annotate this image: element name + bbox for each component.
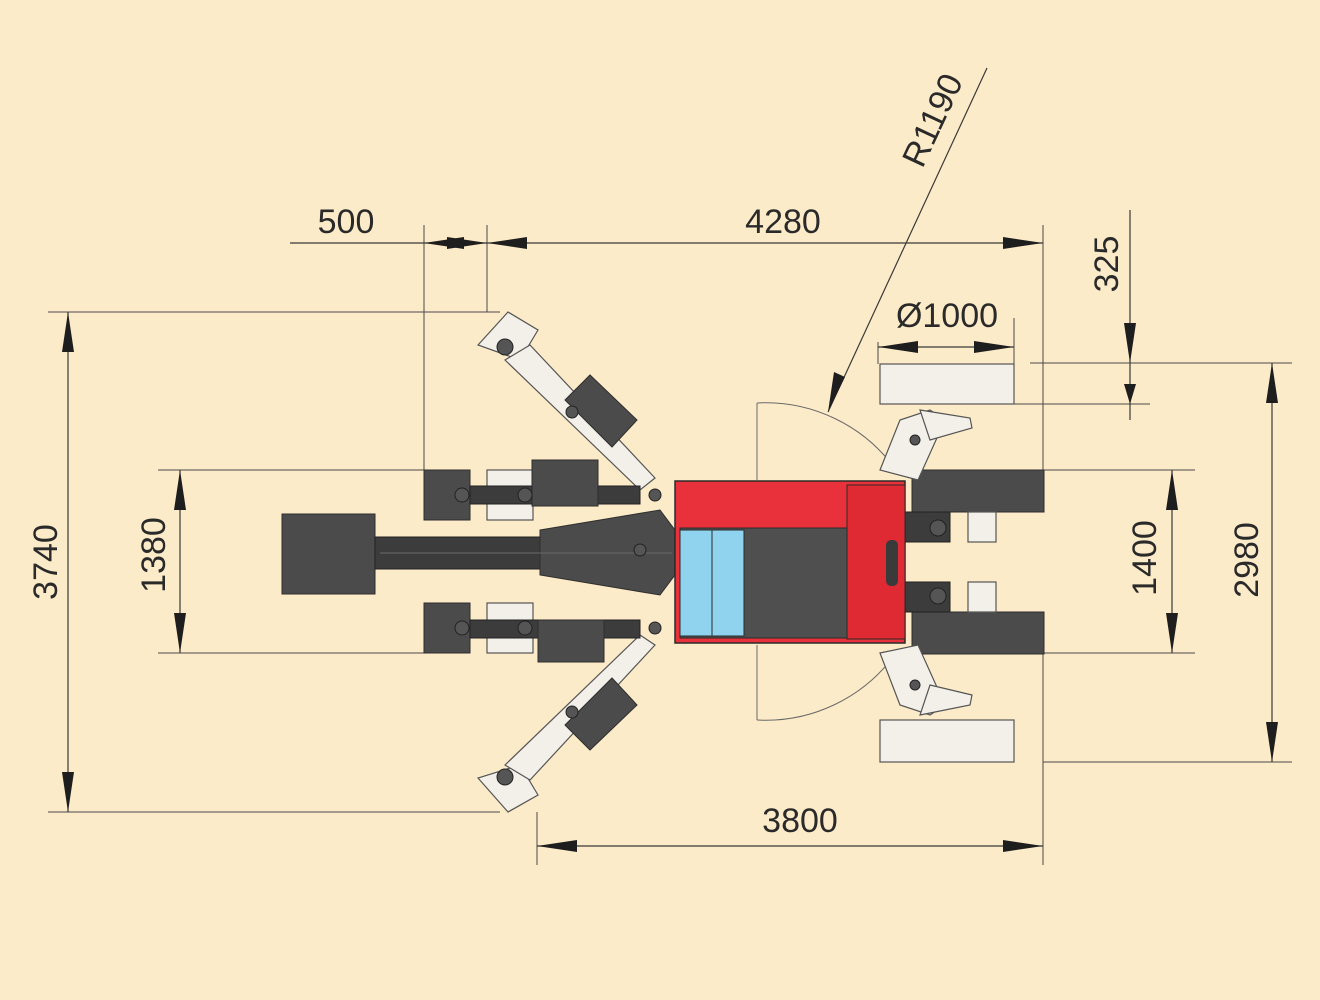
dim-label-outer-width-right: 2980 bbox=[1228, 522, 1266, 598]
dim-label-length-bottom: 3800 bbox=[762, 802, 838, 840]
dim-label-overall-width: 3740 bbox=[27, 524, 65, 600]
dimension-labels: 3740 1380 500 4280 R1190 Ø1000 325 1400 … bbox=[27, 68, 1266, 840]
boom-and-bucket bbox=[281, 488, 676, 635]
dim-label-length-top: 4280 bbox=[745, 203, 821, 241]
dim-label-radius: R1190 bbox=[895, 68, 971, 173]
tracks bbox=[899, 469, 1045, 655]
left-outrigger-arms bbox=[476, 311, 656, 813]
dim-label-track-outer-left: 1380 bbox=[135, 517, 173, 593]
right-outrigger-pads bbox=[879, 363, 1015, 763]
dim-label-track-width-right: 1400 bbox=[1126, 520, 1164, 596]
right-outrigger-arms bbox=[879, 409, 973, 716]
dimension-lines bbox=[62, 67, 1278, 852]
dim-label-offset-right: 325 bbox=[1088, 236, 1126, 293]
upper-structure bbox=[674, 480, 906, 644]
dim-label-gap-left: 500 bbox=[318, 203, 375, 241]
left-track-arms bbox=[423, 459, 641, 663]
swing-radius-arc bbox=[756, 402, 897, 721]
dim-label-diameter: Ø1000 bbox=[896, 297, 998, 335]
extension-lines bbox=[48, 225, 1292, 865]
